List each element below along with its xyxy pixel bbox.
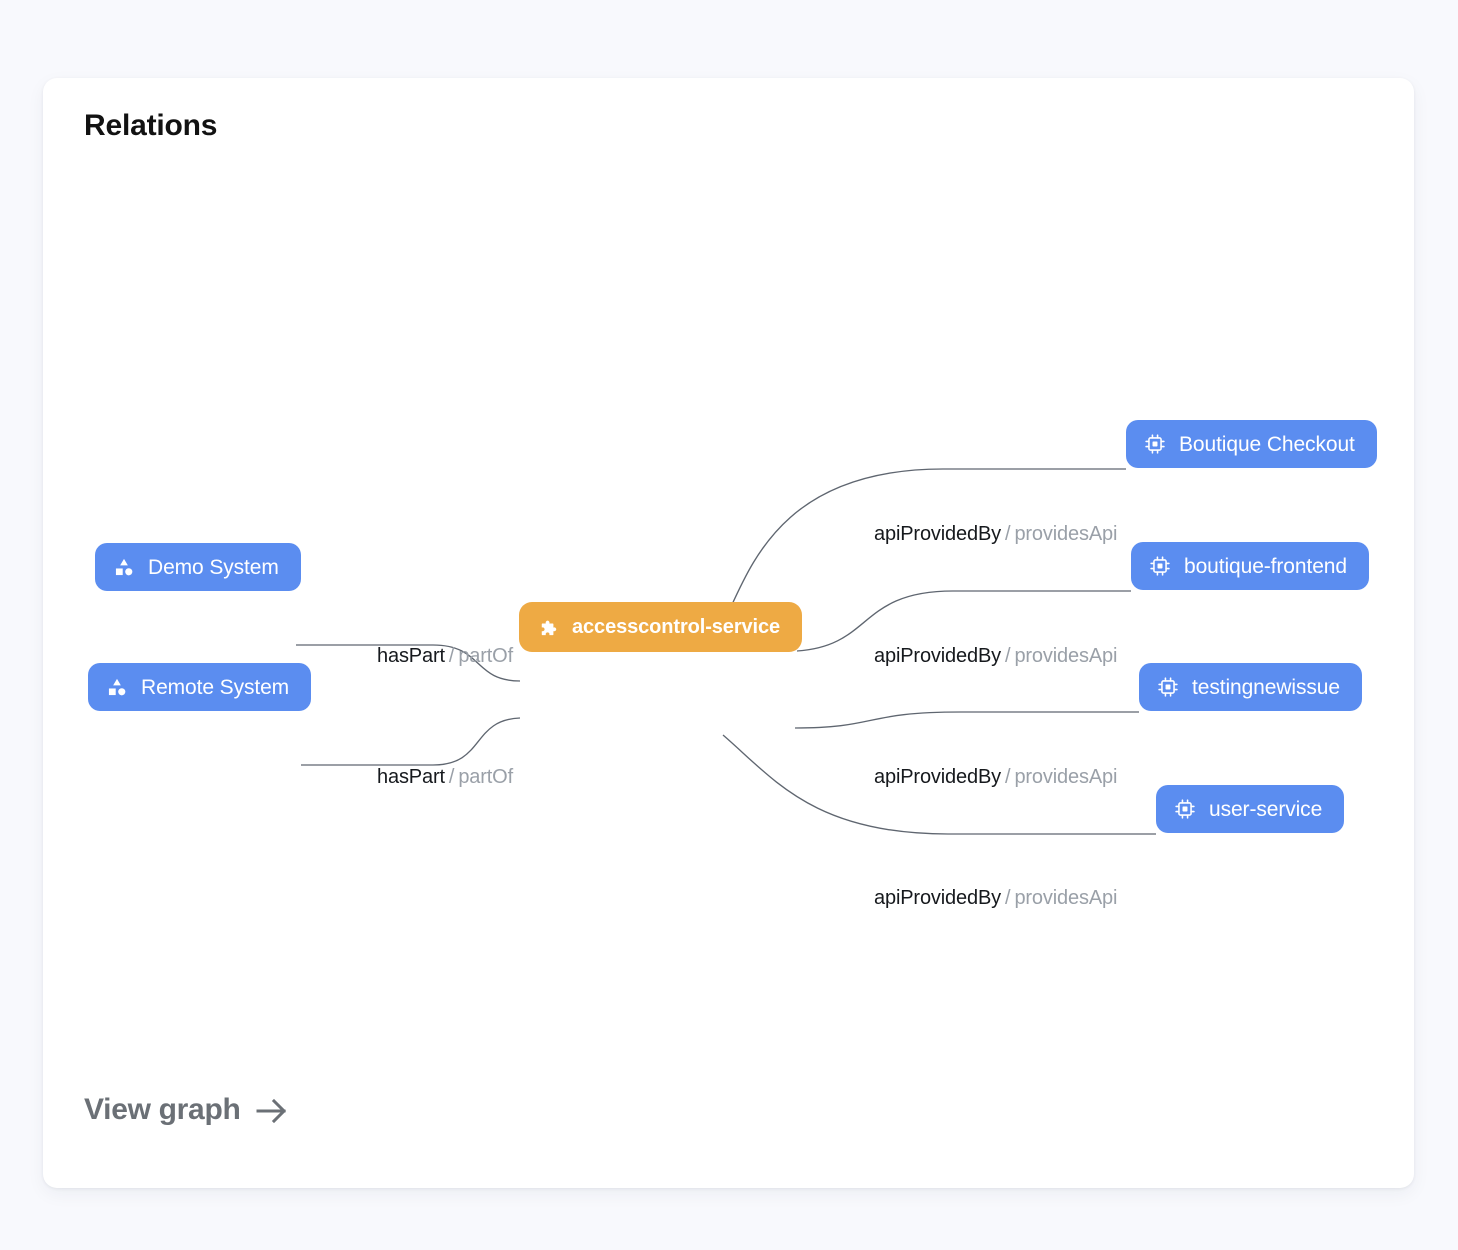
graph-node-remote-system[interactable]: Remote System bbox=[88, 663, 312, 711]
graph-node-demo-system[interactable]: Demo System bbox=[95, 543, 301, 591]
shapes-icon bbox=[106, 676, 128, 698]
graph-node-boutique-checkout[interactable]: Boutique Checkout bbox=[1126, 420, 1377, 468]
graph-node-label: Demo System bbox=[148, 555, 279, 579]
page-title: Relations bbox=[84, 109, 218, 142]
graph-node-accesscontrol-service[interactable]: accesscontrol-service bbox=[519, 602, 803, 652]
view-graph-link[interactable]: View graph bbox=[84, 1093, 289, 1127]
puzzle-piece-icon bbox=[537, 616, 559, 638]
graph-node-testingnewissue[interactable]: testingnewissue bbox=[1139, 663, 1362, 711]
graph-node-user-service[interactable]: user-service bbox=[1156, 785, 1345, 833]
view-graph-label: View graph bbox=[84, 1093, 241, 1126]
graph-node-label: user-service bbox=[1209, 797, 1323, 821]
graph-node-label: accesscontrol-service bbox=[572, 616, 781, 638]
graph-node-boutique-frontend[interactable]: boutique-frontend bbox=[1131, 542, 1369, 590]
chip-icon bbox=[1144, 433, 1166, 455]
arrow-right-icon bbox=[255, 1097, 289, 1125]
edge-remote-system-accesscontrol-service bbox=[301, 717, 521, 766]
graph-node-label: testingnewissue bbox=[1192, 675, 1340, 699]
edge-accesscontrol-service-boutique-frontend bbox=[796, 590, 1131, 652]
graph-node-label: boutique-frontend bbox=[1184, 554, 1347, 578]
chip-icon bbox=[1149, 555, 1171, 577]
edge-accesscontrol-service-user-service bbox=[722, 734, 1156, 835]
graph-node-label: Remote System bbox=[141, 675, 290, 699]
chip-icon bbox=[1157, 676, 1179, 698]
shapes-icon bbox=[113, 556, 135, 578]
chip-icon bbox=[1174, 798, 1196, 820]
relations-card: Relations hasPart/partOf bbox=[43, 78, 1414, 1188]
graph-node-label: Boutique Checkout bbox=[1179, 432, 1355, 456]
edge-accesscontrol-service-testingnewissue bbox=[794, 711, 1139, 729]
relations-graph[interactable]: hasPart/partOf hasPart/partOf apiProvide… bbox=[43, 78, 1414, 1188]
edge-demo-system-accesscontrol-service bbox=[296, 644, 521, 682]
